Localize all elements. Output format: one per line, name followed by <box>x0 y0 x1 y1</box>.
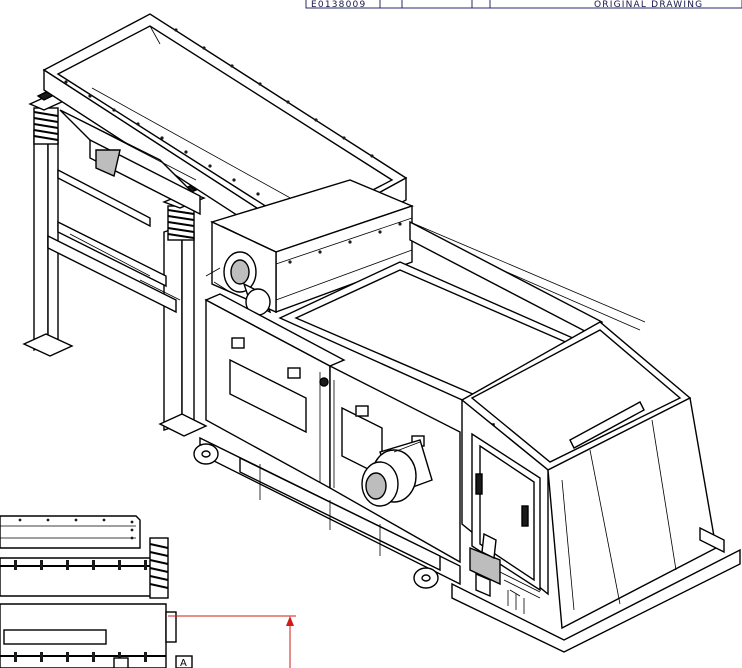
section-marker-label: A <box>180 658 187 668</box>
drawing-description: ORIGINAL DRAWING <box>594 0 703 10</box>
rotor-drive-motor <box>361 439 433 507</box>
detail-view: A <box>0 515 193 668</box>
support-frame <box>22 87 208 437</box>
dimension-line <box>168 615 296 668</box>
drawing-number: E0138009 <box>311 0 366 10</box>
feeder-gear-motor <box>205 251 272 316</box>
spring-mount-rear <box>28 87 68 145</box>
detail-nameplate <box>3 629 107 645</box>
vibratory-feeder <box>42 13 408 258</box>
discharge-hood <box>451 321 741 653</box>
section-marker-box <box>175 655 193 668</box>
title-block: E0138009 ORIGINAL DRAWING <box>305 0 742 10</box>
